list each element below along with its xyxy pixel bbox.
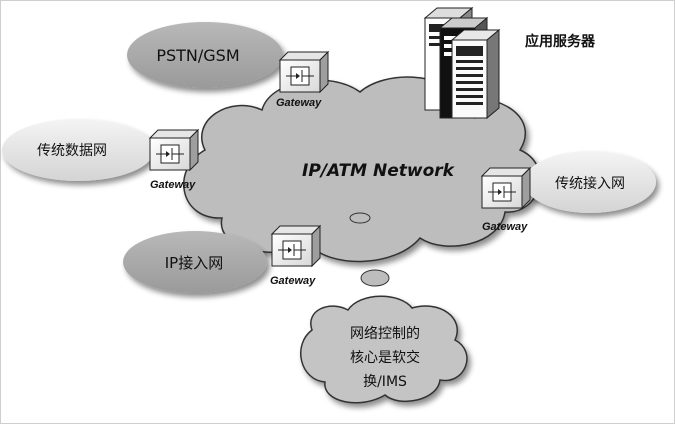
gateway-legacy-data: [148, 128, 200, 172]
network-label: IP/ATM Network: [302, 161, 456, 181]
cloud-bubble-medium: [360, 269, 390, 287]
softswitch-line-3: 换/IMS: [363, 373, 407, 390]
pstn-gsm-node: PSTN/GSM: [127, 22, 283, 88]
legacy-access-network-node: 传统接入网: [524, 151, 656, 213]
ip-access-network-node: IP接入网: [123, 231, 267, 293]
cloud-bubble-small: [349, 212, 371, 224]
ip-access-network-label: IP接入网: [165, 254, 223, 272]
softswitch-cloud: [299, 295, 468, 404]
legacy-data-network-node: 传统数据网: [2, 119, 154, 181]
gateway-legacy-access-label: Gateway: [482, 221, 528, 233]
gateway-ip-access: [270, 224, 322, 268]
gateway-legacy-data-label: Gateway: [150, 179, 196, 191]
gateway-ip-access-label: Gateway: [270, 275, 316, 287]
legacy-access-network-label: 传统接入网: [555, 175, 625, 192]
softswitch-line-2: 核心是软交: [350, 349, 420, 366]
gateway-pstn-label: Gateway: [276, 97, 322, 109]
gateway-pstn: [278, 50, 330, 94]
legacy-data-network-label: 传统数据网: [37, 143, 107, 159]
gateway-legacy-access: [480, 166, 532, 210]
softswitch-line-1: 网络控制的: [350, 326, 420, 342]
pstn-gsm-label: PSTN/GSM: [156, 46, 239, 65]
application-server-label: 应用服务器: [525, 33, 596, 50]
application-server-icon: [423, 6, 501, 120]
